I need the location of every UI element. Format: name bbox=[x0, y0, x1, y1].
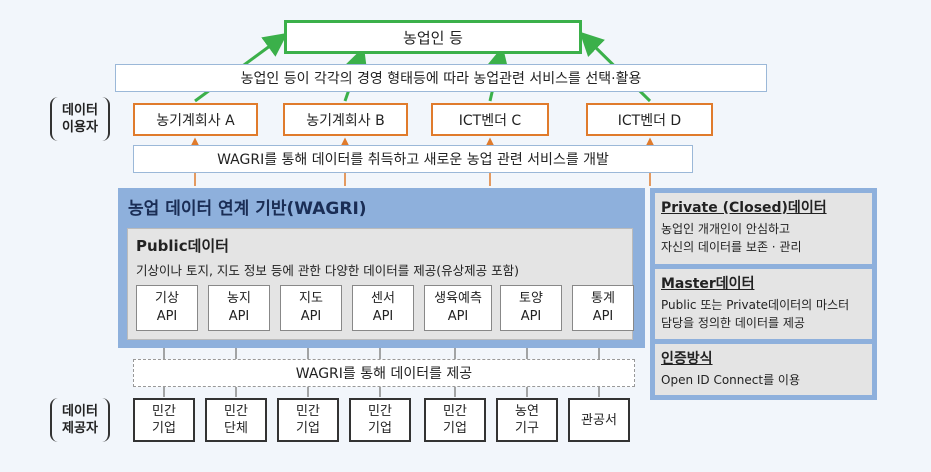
api-name: 센서 bbox=[371, 291, 395, 306]
api-sub: API bbox=[228, 309, 250, 324]
data-user-label-line2: 이용자 bbox=[62, 120, 98, 135]
user-node-d: ICT벤더 D bbox=[586, 103, 713, 136]
api-name: 농지 bbox=[227, 291, 251, 306]
provider-line: 기업 bbox=[368, 421, 392, 436]
api-sub: API bbox=[592, 309, 614, 324]
user-node-a: 농기계회사 A bbox=[133, 103, 258, 136]
api-sub: API bbox=[300, 309, 322, 324]
api-name: 기상 bbox=[155, 291, 179, 306]
data-provider-label: 데이터 제공자 bbox=[50, 398, 110, 442]
farmer-node: 농업인 등 bbox=[284, 20, 582, 54]
api-farmland: 농지 API bbox=[208, 285, 270, 331]
provider-line: 기업 bbox=[296, 421, 320, 436]
master-data-line: 담당을 정의한 데이터를 제공 bbox=[661, 316, 805, 330]
farmer-description: 농업인 등이 각각의 경영 형태등에 따라 농업관련 서비스를 선택·활용 bbox=[115, 64, 767, 92]
private-data-panel: Private (Closed)데이터 농업인 개개인이 안심하고 자신의 데이… bbox=[655, 193, 872, 264]
user-node-b: 농기계회사 B bbox=[283, 103, 408, 136]
master-data-panel: Master데이터 Public 또는 Private데이터의 마스터 담당을 … bbox=[655, 269, 872, 339]
api-name: 생육예측 bbox=[434, 291, 482, 306]
wagri-title: 농업 데이터 연계 기반(WAGRI) bbox=[128, 199, 367, 219]
auth-line: Open ID Connect를 이용 bbox=[661, 373, 801, 387]
api-weather: 기상 API bbox=[136, 285, 198, 331]
side-panels: Private (Closed)데이터 농업인 개개인이 안심하고 자신의 데이… bbox=[650, 188, 877, 400]
api-sub: API bbox=[372, 309, 394, 324]
public-data-panel: Public데이터 기상이나 토지, 지도 정보 등에 관한 다양한 데이터를 … bbox=[127, 228, 634, 340]
data-provider-label-line2: 제공자 bbox=[62, 421, 98, 436]
provider-line: 기구 bbox=[515, 421, 539, 436]
api-name: 지도 bbox=[299, 291, 323, 306]
provider-line: 관공서 bbox=[581, 412, 617, 428]
provider-private-group: 민간 단체 bbox=[205, 398, 267, 442]
provider-line: 민간 bbox=[368, 404, 392, 419]
api-sub: API bbox=[156, 309, 178, 324]
wagri-platform: 농업 데이터 연계 기반(WAGRI) Public데이터 기상이나 토지, 지… bbox=[118, 188, 645, 348]
provider-line: 기업 bbox=[443, 421, 467, 436]
api-name: 토양 bbox=[519, 291, 543, 306]
provider-line: 기업 bbox=[152, 421, 176, 436]
provider-line: 단체 bbox=[224, 421, 248, 436]
api-sensor: 센서 API bbox=[352, 285, 414, 331]
provider-line: 농연 bbox=[515, 404, 539, 419]
data-provider-label-line1: 데이터 bbox=[62, 404, 98, 419]
api-name: 통계 bbox=[591, 291, 615, 306]
private-data-line: 자신의 데이터를 보존 · 관리 bbox=[661, 240, 802, 254]
api-map: 지도 API bbox=[280, 285, 342, 331]
private-data-line: 농업인 개개인이 안심하고 bbox=[661, 222, 791, 236]
provider-line: 민간 bbox=[152, 404, 176, 419]
auth-panel: 인증방식 Open ID Connect를 이용 bbox=[655, 344, 872, 395]
development-description: WAGRI를 통해 데이터를 취득하고 새로운 농업 관련 서비스를 개발 bbox=[133, 145, 693, 173]
provider-private-company: 민간 기업 bbox=[277, 398, 339, 442]
provider-line: 민간 bbox=[224, 404, 248, 419]
provide-description: WAGRI를 통해 데이터를 제공 bbox=[133, 359, 635, 387]
auth-title: 인증방식 bbox=[661, 351, 713, 367]
private-data-title: Private (Closed)데이터 bbox=[661, 200, 827, 216]
data-user-label: 데이터 이용자 bbox=[50, 97, 110, 141]
public-data-description: 기상이나 토지, 지도 정보 등에 관한 다양한 데이터를 제공(유상제공 포함… bbox=[136, 263, 519, 278]
public-data-title: Public데이터 bbox=[136, 237, 229, 255]
provider-private-company: 민간 기업 bbox=[133, 398, 195, 442]
provider-research-org: 농연 기구 bbox=[496, 398, 558, 442]
user-node-c: ICT벤더 C bbox=[431, 103, 549, 136]
api-sub: API bbox=[447, 309, 469, 324]
provider-government: 관공서 bbox=[568, 398, 630, 442]
data-user-label-line1: 데이터 bbox=[62, 103, 98, 118]
master-data-title: Master데이터 bbox=[661, 276, 755, 292]
provider-line: 민간 bbox=[443, 404, 467, 419]
provider-line: 민간 bbox=[296, 404, 320, 419]
api-growth-forecast: 생육예측 API bbox=[424, 285, 492, 331]
api-soil: 토양 API bbox=[500, 285, 562, 331]
api-statistics: 통계 API bbox=[572, 285, 634, 331]
provider-private-company: 민간 기업 bbox=[349, 398, 411, 442]
api-sub: API bbox=[520, 309, 542, 324]
provider-private-company: 민간 기업 bbox=[424, 398, 486, 442]
master-data-line: Public 또는 Private데이터의 마스터 bbox=[661, 298, 850, 312]
